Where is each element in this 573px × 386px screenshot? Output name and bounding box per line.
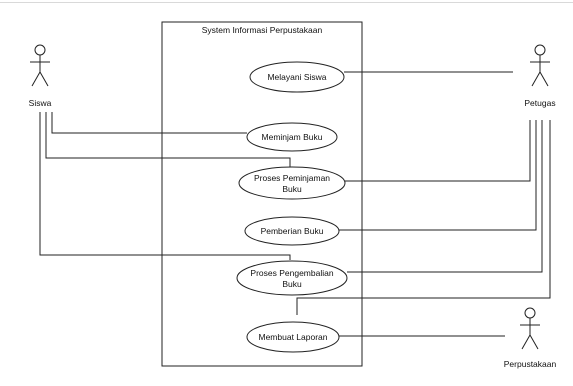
use-case-proses-peminjaman-buku: Proses Peminjaman Buku xyxy=(238,166,346,200)
actor-perpustakaan-label: Perpustakaan xyxy=(504,359,557,369)
assoc-siswa-meminjam-buku xyxy=(51,112,247,134)
actor-perpustakaan xyxy=(520,307,540,350)
svg-text:Meminjam Buku: Meminjam Buku xyxy=(262,132,323,142)
associations-petugas xyxy=(296,71,551,315)
actor-siswa xyxy=(30,44,50,87)
svg-text:Proses Peminjaman: Proses Peminjaman xyxy=(254,173,330,183)
assoc-petugas-pemberian-buku xyxy=(339,120,537,231)
svg-text:Proses Pengembalian: Proses Pengembalian xyxy=(250,268,333,278)
system-boundary xyxy=(161,21,363,367)
assoc-petugas-proses-peminjaman xyxy=(345,120,531,182)
assoc-siswa-proses-pengembalian xyxy=(39,112,291,260)
svg-text:Buku: Buku xyxy=(282,184,302,194)
svg-text:Melayani Siswa: Melayani Siswa xyxy=(267,72,326,82)
actor-petugas xyxy=(530,44,550,87)
assoc-siswa-proses-peminjaman xyxy=(45,112,291,168)
assoc-petugas-membuat-laporan xyxy=(296,120,551,315)
associations-siswa xyxy=(39,112,291,260)
use-case-pemberian-buku: Pemberian Buku xyxy=(244,216,340,246)
svg-text:Buku: Buku xyxy=(282,279,302,289)
use-case-proses-pengembalian-buku: Proses Pengembalian Buku xyxy=(236,260,348,296)
use-case-meminjam-buku: Meminjam Buku xyxy=(246,122,338,152)
actor-siswa-label: Siswa xyxy=(29,98,52,108)
system-title: System Informasi Perpustakaan xyxy=(202,25,323,35)
use-case-melayani-siswa: Melayani Siswa xyxy=(249,61,345,93)
actor-petugas-label: Petugas xyxy=(524,98,555,108)
use-case-membuat-laporan: Membuat Laporan xyxy=(246,321,340,353)
svg-text:Pemberian Buku: Pemberian Buku xyxy=(261,226,324,236)
svg-text:Membuat Laporan: Membuat Laporan xyxy=(259,332,328,342)
assoc-petugas-proses-pengembalian xyxy=(347,120,543,273)
